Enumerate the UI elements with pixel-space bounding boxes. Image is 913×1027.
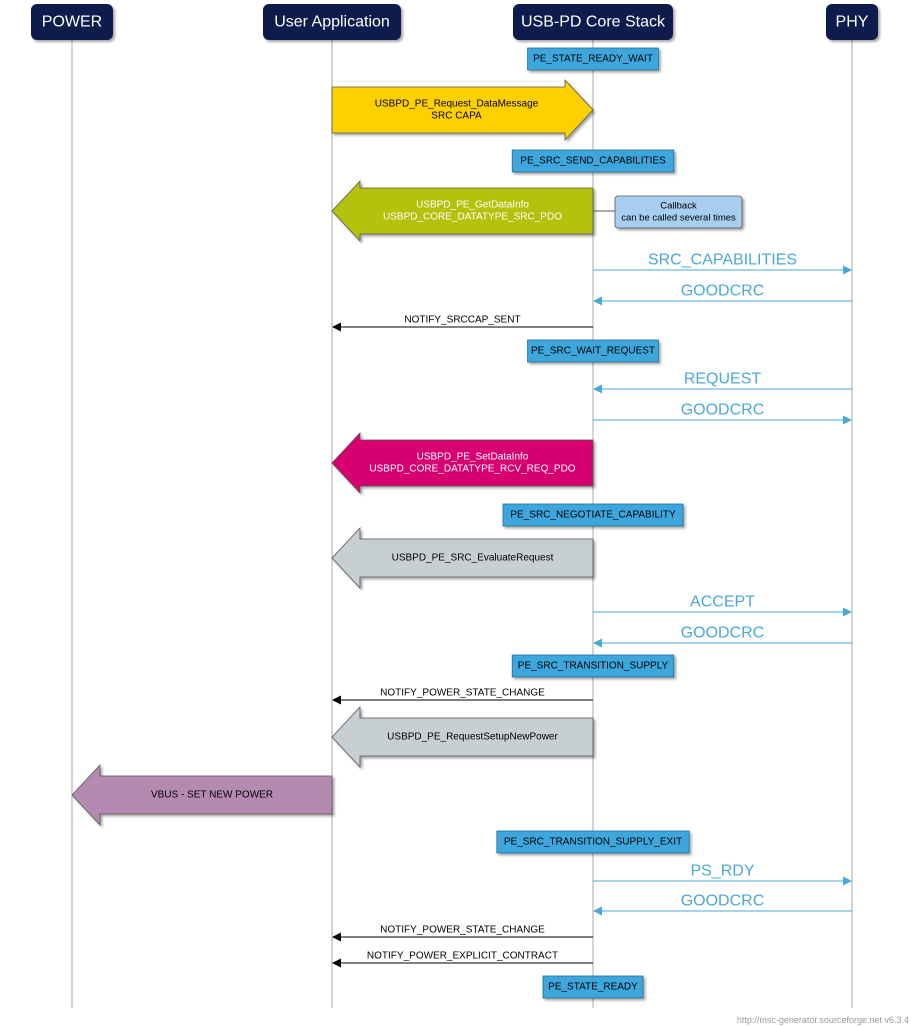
msg-goodcrc-2: GOODCRC — [593, 402, 852, 425]
message-arrowhead — [593, 638, 602, 648]
message-arrowhead — [593, 906, 602, 916]
msg-notify-power-explicit-contract: NOTIFY_POWER_EXPLICIT_CONTRACT — [332, 951, 593, 968]
block-getdatainfo: USBPD_PE_GetDataInfoUSBPD_CORE_DATATYPE_… — [331, 179, 594, 243]
block-label: SRC CAPA — [431, 111, 482, 122]
block-requestsetupnewpower: USBPD_PE_RequestSetupNewPower — [331, 705, 594, 769]
state-pe-src-negotiate-capability: PE_SRC_NEGOTIATE_CAPABILITY — [502, 503, 684, 527]
message-arrowhead — [332, 958, 341, 968]
state-pe-src-send-capabilities: PE_SRC_SEND_CAPABILITIES — [511, 149, 675, 173]
state-pe-src-transition-supply-exit: PE_SRC_TRANSITION_SUPPLY_EXIT — [496, 830, 690, 854]
block-label: USBPD_CORE_DATATYPE_RCV_REQ_PDO — [369, 464, 575, 475]
message-arrowhead — [593, 384, 602, 394]
message-arrowhead — [332, 932, 341, 942]
note-label: can be called several times — [621, 213, 736, 224]
block-label: USBPD_CORE_DATATYPE_SRC_PDO — [383, 212, 562, 223]
block-arrow-shape — [331, 179, 594, 243]
generator-credit: http://msc-generator.sourceforge.net v6.… — [736, 1015, 909, 1025]
message-label: PS_RDY — [690, 863, 754, 880]
message-label: NOTIFY_POWER_STATE_CHANGE — [380, 925, 545, 936]
state-box — [511, 654, 675, 678]
state-box — [527, 339, 659, 363]
header-box — [31, 4, 113, 40]
msg-notify-power-state-change-2: NOTIFY_POWER_STATE_CHANGE — [332, 925, 593, 942]
header-label: USB-PD Core Stack — [521, 14, 666, 31]
state-label: PE_SRC_TRANSITION_SUPPLY_EXIT — [504, 837, 682, 848]
block-label: USBPD_PE_SetDataInfo — [417, 452, 529, 463]
state-box — [527, 47, 659, 71]
block-setdatainfo: USBPD_PE_SetDataInfoUSBPD_CORE_DATATYPE_… — [331, 431, 594, 495]
msg-goodcrc-1: GOODCRC — [593, 283, 852, 306]
state-label: PE_SRC_NEGOTIATE_CAPABILITY — [510, 510, 676, 521]
block-label: USBPD_PE_Request_DataMessage — [375, 99, 539, 110]
block-label: VBUS - SET NEW POWER — [151, 790, 273, 801]
state-pe-state-ready-wait: PE_STATE_READY_WAIT — [527, 47, 659, 71]
block-arrow-shape — [331, 78, 594, 142]
message-label: GOODCRC — [681, 283, 765, 300]
note-box — [614, 195, 743, 229]
message-arrowhead — [332, 322, 341, 332]
message-arrowhead — [843, 415, 852, 425]
message-arrowhead — [843, 265, 852, 275]
state-label: PE_SRC_SEND_CAPABILITIES — [520, 156, 666, 167]
message-label: GOODCRC — [681, 893, 765, 910]
message-label: REQUEST — [684, 371, 762, 388]
message-label: NOTIFY_POWER_EXPLICIT_CONTRACT — [367, 951, 558, 962]
state-pe-src-transition-supply: PE_SRC_TRANSITION_SUPPLY — [511, 654, 675, 678]
state-label: PE_SRC_WAIT_REQUEST — [531, 346, 655, 357]
header-label: POWER — [42, 14, 102, 31]
state-box — [511, 149, 675, 173]
block-arrow-shape — [331, 705, 594, 769]
header-label: User Application — [274, 14, 390, 31]
message-arrowhead — [843, 607, 852, 617]
state-label: PE_STATE_READY_WAIT — [533, 54, 653, 65]
message-arrowhead — [332, 695, 341, 705]
lifeline-header-app: User Application — [263, 4, 401, 40]
message-label: ACCEPT — [690, 594, 755, 611]
events: PE_STATE_READY_WAIT USBPD_PE_Request_Data… — [71, 47, 852, 999]
state-label: PE_STATE_READY — [548, 982, 638, 993]
state-pe-src-wait-request: PE_SRC_WAIT_REQUEST — [527, 339, 659, 363]
lifeline-header-phy: PHY — [826, 4, 878, 40]
message-label: GOODCRC — [681, 625, 765, 642]
header-box — [513, 4, 673, 40]
header-label: PHY — [836, 14, 869, 31]
state-box — [496, 830, 690, 854]
block-evaluaterequest: USBPD_PE_SRC_EvaluateRequest — [331, 526, 594, 590]
note-label: Callback — [660, 201, 697, 212]
state-box — [542, 975, 644, 999]
header-box — [263, 4, 401, 40]
message-arrowhead — [593, 296, 602, 306]
msg-goodcrc-4: GOODCRC — [593, 893, 852, 916]
header-box — [826, 4, 878, 40]
msg-accept: ACCEPT — [593, 594, 852, 617]
block-arrow-shape — [331, 431, 594, 495]
block-arrow-shape — [331, 526, 594, 590]
block-label: USBPD_PE_RequestSetupNewPower — [387, 732, 558, 743]
msg-goodcrc-3: GOODCRC — [593, 625, 852, 648]
message-label: SRC_CAPABILITIES — [648, 252, 797, 269]
msg-notify-srccap-sent: NOTIFY_SRCCAP_SENT — [332, 315, 593, 332]
block-vbus-set-new-power: VBUS - SET NEW POWER — [71, 763, 333, 827]
block-arrow-shape — [71, 763, 333, 827]
msg-notify-power-state-change-1: NOTIFY_POWER_STATE_CHANGE — [332, 688, 593, 705]
message-arrowhead — [843, 876, 852, 886]
lifeline-header-stack: USB-PD Core Stack — [513, 4, 673, 40]
msg-src-capabilities: SRC_CAPABILITIES — [593, 252, 852, 275]
msg-ps-rdy: PS_RDY — [593, 863, 852, 886]
block-label: USBPD_PE_GetDataInfo — [416, 200, 529, 211]
message-label: NOTIFY_SRCCAP_SENT — [404, 315, 520, 326]
state-label: PE_SRC_TRANSITION_SUPPLY — [518, 661, 669, 672]
msg-request: REQUEST — [593, 371, 852, 394]
lifeline-headers: POWER User Application USB-PD Core Stack PH… — [31, 4, 878, 40]
block-label: USBPD_PE_SRC_EvaluateRequest — [392, 553, 554, 564]
state-pe-state-ready: PE_STATE_READY — [542, 975, 644, 999]
state-box — [502, 503, 684, 527]
message-label: NOTIFY_POWER_STATE_CHANGE — [380, 688, 545, 699]
message-label: GOODCRC — [681, 402, 765, 419]
lifeline-header-power: POWER — [31, 4, 113, 40]
